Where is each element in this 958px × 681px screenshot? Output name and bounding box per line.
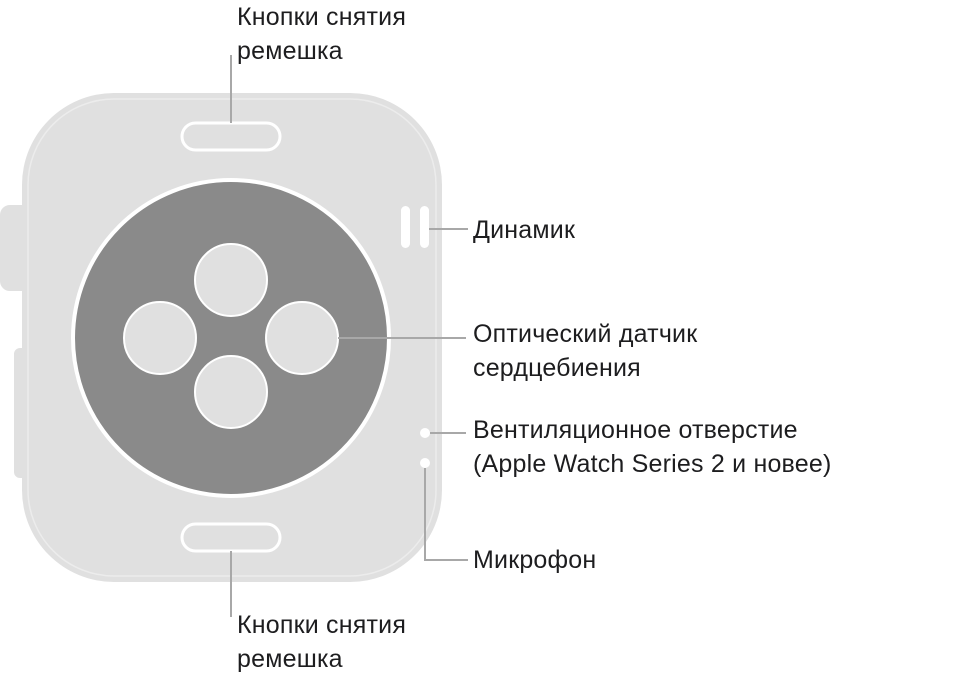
sensor-lens-top [194,243,268,317]
speaker-slot-right [420,206,429,248]
label-vent-line2: (Apple Watch Series 2 и новее) [473,450,832,478]
label-vent: Вентиляционное отверстие (Apple Watch Se… [473,413,832,481]
label-microphone-line1: Микрофон [473,546,597,574]
microphone-hole [420,458,430,468]
label-band-release-top-line1: Кнопки снятия [237,3,407,31]
sensor-lens-right [265,301,339,375]
label-heart-rate-sensor-line1: Оптический датчик [473,320,698,348]
vent-hole [420,428,430,438]
label-band-release-bottom: Кнопки снятия ремешка [237,608,406,676]
sensor-lens-left [123,301,197,375]
label-speaker-line1: Динамик [473,216,576,244]
band-release-button-top [180,121,282,152]
label-microphone: Микрофон [473,543,596,577]
band-release-button-bottom [180,522,282,553]
speaker-slot-left [401,206,410,248]
label-heart-rate-sensor-line2: сердцебиения [473,354,641,382]
label-speaker: Динамик [473,213,575,247]
sensor-lens-bottom [194,355,268,429]
label-band-release-bottom-line2: ремешка [237,645,343,673]
label-band-release-bottom-line1: Кнопки снятия [237,611,407,639]
label-heart-rate-sensor: Оптический датчик сердцебиения [473,317,697,385]
leader-line-microphone [424,468,468,561]
label-band-release-top-line2: ремешка [237,37,343,65]
label-vent-line1: Вентиляционное отверстие [473,416,798,444]
label-band-release-top: Кнопки снятия ремешка [237,0,406,68]
